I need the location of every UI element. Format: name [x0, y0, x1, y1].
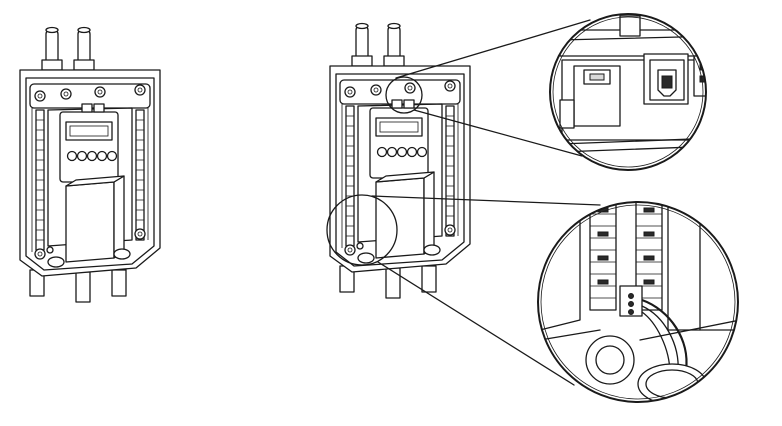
- leader-line-usb-bottom: [413, 109, 583, 157]
- leader-line-gland-bottom: [377, 261, 575, 386]
- cable-gland-detail: [537, 201, 739, 403]
- leader-line-gland-top: [371, 195, 601, 206]
- enclosure-detail: [329, 22, 471, 299]
- magnifier-gland: [326, 194, 398, 266]
- leader-line-usb-top: [395, 19, 591, 79]
- magnifier-usb: [385, 76, 423, 114]
- enclosure-overview: [19, 26, 161, 303]
- usb-port-detail: [549, 13, 707, 171]
